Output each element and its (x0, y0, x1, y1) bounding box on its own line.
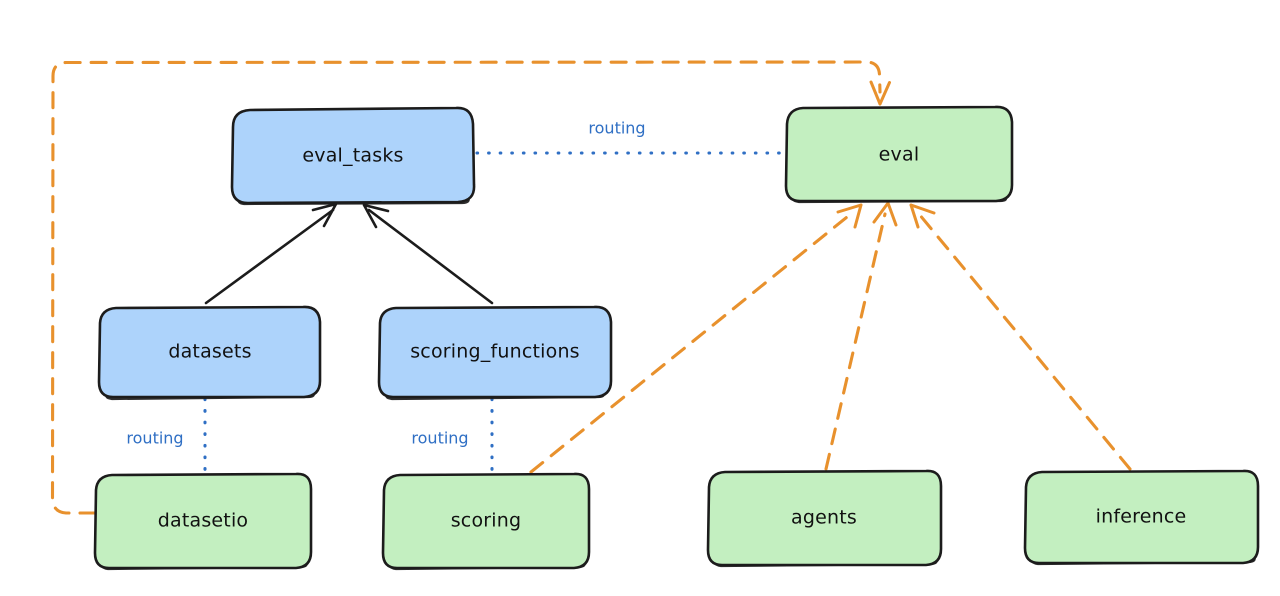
node-agents[interactable]: agents (706, 469, 943, 568)
edge-scoring-eval-arrowhead (836, 203, 863, 229)
node-layer: eval_tasks eval datasets scoring_functio… (93, 105, 1260, 571)
node-eval[interactable]: eval (784, 105, 1014, 204)
node-datasetio-box (93, 472, 313, 570)
edge-agents-eval-arrowhead (872, 201, 898, 227)
edge-label-routing-datasets: routing (126, 429, 183, 448)
edge-scoring-eval (529, 203, 863, 474)
edge-inference-eval (909, 203, 1132, 471)
edge-label-routing-scoring-functions: routing (411, 429, 468, 448)
node-datasetio-label: datasetio (158, 510, 249, 532)
edge-label-layer: routing routing routing (126, 119, 645, 448)
edge-label-routing-eval-tasks: routing (588, 119, 645, 138)
edge-inference-eval-path (917, 212, 1132, 471)
edge-datasetio-eval-arrowhead (869, 80, 891, 106)
node-agents-box (706, 469, 943, 567)
node-scoring_functions-label: scoring_functions (410, 341, 580, 363)
node-scoring-box (381, 472, 591, 570)
edge-datasetio-eval-path (50, 60, 882, 515)
node-datasets-box (97, 305, 322, 399)
node-eval_tasks-label: eval_tasks (302, 145, 403, 167)
edge-scoring_functions-eval_tasks-path (367, 208, 494, 305)
edge-datasetio-eval (50, 60, 891, 515)
node-eval-label: eval (879, 144, 920, 166)
node-inference-label: inference (1096, 506, 1187, 528)
node-eval_tasks[interactable]: eval_tasks (230, 106, 476, 206)
node-datasets-label: datasets (168, 341, 251, 363)
node-eval-box (784, 105, 1014, 203)
edge-datasets-eval_tasks-arrowhead (311, 202, 338, 228)
edge-scoring_functions-eval_tasks (362, 203, 494, 305)
edge-datasets-eval_tasks (204, 202, 338, 305)
node-inference[interactable]: inference (1023, 469, 1260, 566)
node-scoring[interactable]: scoring (381, 472, 591, 571)
node-scoring_functions-box (377, 305, 613, 399)
edge-layer (50, 60, 1132, 515)
node-eval_tasks-box (230, 106, 476, 205)
node-scoring-label: scoring (451, 510, 522, 532)
node-datasets[interactable]: datasets (97, 305, 322, 401)
node-datasetio[interactable]: datasetio (93, 472, 313, 571)
edge-agents-eval-path (824, 212, 887, 471)
node-scoring_functions[interactable]: scoring_functions (377, 305, 613, 401)
edge-inference-eval-arrowhead (909, 203, 936, 229)
node-agents-label: agents (791, 507, 857, 529)
edge-datasets-eval_tasks-path (204, 208, 335, 305)
edge-scoring-eval-path (529, 211, 854, 474)
node-inference-box (1023, 469, 1260, 565)
edge-agents-eval (824, 201, 898, 471)
edge-scoring_functions-eval_tasks-arrowhead (362, 203, 390, 229)
